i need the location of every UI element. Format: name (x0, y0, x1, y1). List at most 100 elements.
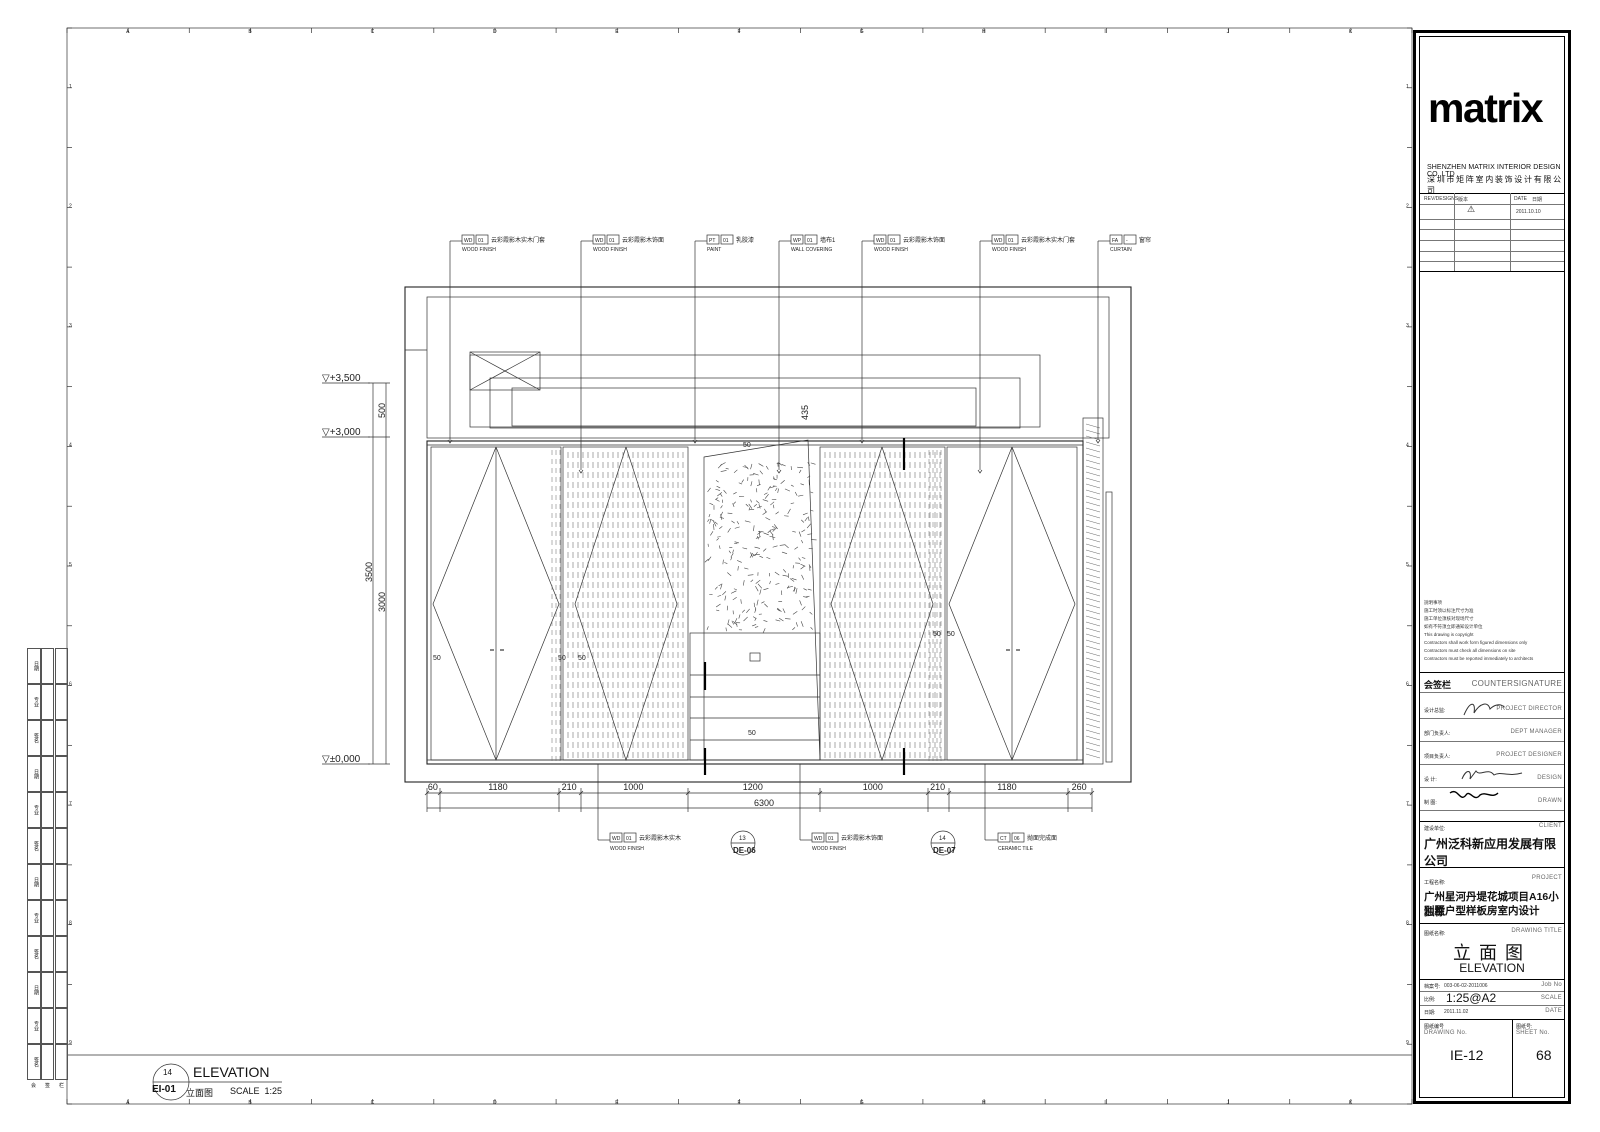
rev-strip-cell: 专业 (27, 684, 41, 720)
role-label-en: DESIGN (1537, 775, 1562, 781)
vertical-dimension-lines (368, 382, 390, 765)
elevation-title-num: 14 (163, 1068, 172, 1077)
drawing-number: IE-12 (1450, 1047, 1484, 1063)
grid-number: 6 (1406, 682, 1409, 688)
grid-number: 3 (1406, 323, 1409, 329)
horizontal-dim: 1200 (743, 782, 763, 792)
stone-texture (704, 462, 817, 634)
callout-code: WD (612, 836, 621, 842)
rev-strip-cell: 日期 (27, 756, 41, 792)
countersign-en: COUNTERSIGNATURE (1471, 679, 1562, 688)
rev-strip-cell: 专业 (27, 900, 41, 936)
dim-50: 50 (558, 655, 566, 662)
revision-strip: 日期专业签名日期专业签名日期专业签名日期专业签名会签栏 (27, 648, 68, 1104)
right-wood-panel (819, 446, 946, 762)
callout-code: FA (1112, 238, 1119, 244)
grid-letter: F (738, 1100, 741, 1106)
grid-letter: D (493, 1100, 497, 1106)
grid-number: 9 (1406, 1040, 1409, 1046)
date-label-cn: 日期: (1424, 1010, 1436, 1016)
detail-num: 13 (739, 836, 746, 842)
grid-number: 2 (1406, 203, 1409, 209)
rev-strip-cell: 签名 (27, 720, 41, 756)
horizontal-dim: 1180 (997, 782, 1016, 792)
scale-label-en: SCALE (1540, 995, 1562, 1001)
grid-number: 2 (69, 203, 72, 209)
note-line: 說明事项 (1424, 600, 1442, 605)
company-logo: matrix (1428, 85, 1544, 131)
role-label-en: PROJECT DIRECTOR (1496, 706, 1562, 712)
rev-strip-cell: 专业 (27, 792, 41, 828)
callout-num: 01 (890, 238, 896, 244)
grid-letter: J (1227, 1100, 1230, 1106)
grid-letter: J (1227, 29, 1230, 35)
callout-num: 01 (478, 238, 484, 244)
callout-material: 云彩霞影木饰面 (622, 236, 664, 244)
grid-number: 3 (69, 323, 72, 329)
rev-strip-cell: 日期 (27, 972, 41, 1008)
grid-letter: F (738, 29, 741, 35)
ceiling-bulkhead (469, 354, 1041, 428)
grid-letter: K (1349, 29, 1353, 35)
grid-letter: K (1349, 1100, 1353, 1106)
elevation-title-ref: EI-01 (152, 1084, 176, 1095)
callout-code: WD (994, 238, 1003, 244)
grid-letter: B (248, 1100, 252, 1106)
level-marker: ▽±0,000 (322, 754, 361, 765)
horizontal-dim: 60 (428, 782, 438, 792)
callout-material: 墙布1 (820, 236, 836, 244)
revision-mark: ⚠ (1467, 204, 1476, 214)
role-label-cn: 设 计: (1424, 777, 1437, 783)
role-label-cn: 制 图: (1424, 800, 1437, 806)
callout-material: 云彩霞影木饰面 (903, 236, 945, 244)
grid-letter: D (493, 29, 497, 35)
callout-code: WD (876, 238, 885, 244)
grid-letter: E (615, 29, 619, 35)
level-marker: ▽+3,500 (322, 373, 361, 384)
callout-code: WD (464, 238, 473, 244)
rev-strip-footer: 签 (44, 1083, 50, 1089)
vertical-dim-3500: 3500 (364, 562, 374, 582)
grid-number: 7 (69, 801, 72, 807)
dim-50: 50 (947, 631, 955, 638)
horizontal-dim: 1000 (863, 782, 883, 792)
dim-50: 50 (933, 631, 941, 638)
note-line: 如有不符须立即通知设计单位 (1424, 624, 1483, 629)
grid-number: 7 (1406, 801, 1409, 807)
callout-material-en: WOOD FINISH (812, 846, 846, 852)
drawing-title-label-cn: 图纸名称: (1424, 931, 1446, 937)
sheet-number: 68 (1536, 1047, 1552, 1063)
rev-header-2: 版本 (1458, 197, 1469, 203)
grid-letter: G (860, 1100, 864, 1106)
callout-material-en: WOOD FINISH (593, 247, 627, 253)
grid-ticks (66, 27, 1413, 1105)
sheet-border (66, 27, 1413, 1105)
elevation-title: ELEVATION (193, 1064, 270, 1080)
horizontal-dim: 1000 (623, 782, 643, 792)
dim-50: 50 (748, 730, 756, 737)
role-label-cn: 部门负责人: (1424, 731, 1451, 737)
callout-material-en: CERAMIC TILE (998, 846, 1034, 852)
callout-material: 抛面完成面 (1027, 834, 1057, 842)
callout-material: 乳胶漆 (736, 236, 754, 244)
callout-material: 云彩霞影木实木门套 (491, 236, 545, 244)
note-line: 施工单位须核对现场尺寸 (1424, 616, 1474, 621)
grid-number: 5 (69, 562, 72, 568)
grid-letter: H (982, 1100, 986, 1106)
right-door (946, 446, 1078, 761)
level-markers: ▽+3,500▽+3,000▽±0,000 (322, 373, 370, 765)
job-label-en: Job No (1541, 982, 1562, 988)
grid-letter: B (248, 29, 252, 35)
drawing-no-label-en: DRAWING No. (1424, 1030, 1468, 1036)
client-label-en: CLIENT (1538, 823, 1562, 829)
vertical-dim-500: 500 (377, 403, 387, 418)
drawing-no-label-cn: 图纸编号 (1424, 1024, 1445, 1030)
project-label-cn: 工程名称: (1424, 880, 1446, 886)
grid-letter: E (615, 1100, 619, 1106)
callout-material: 云彩霞影木实木门套 (1021, 236, 1075, 244)
